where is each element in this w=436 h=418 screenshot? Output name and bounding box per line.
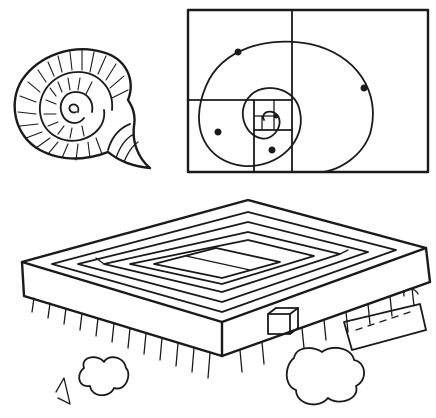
golden-spiral-icon xyxy=(188,10,428,172)
maze-platform-icon xyxy=(22,200,430,404)
ammonite-icon xyxy=(15,49,150,168)
